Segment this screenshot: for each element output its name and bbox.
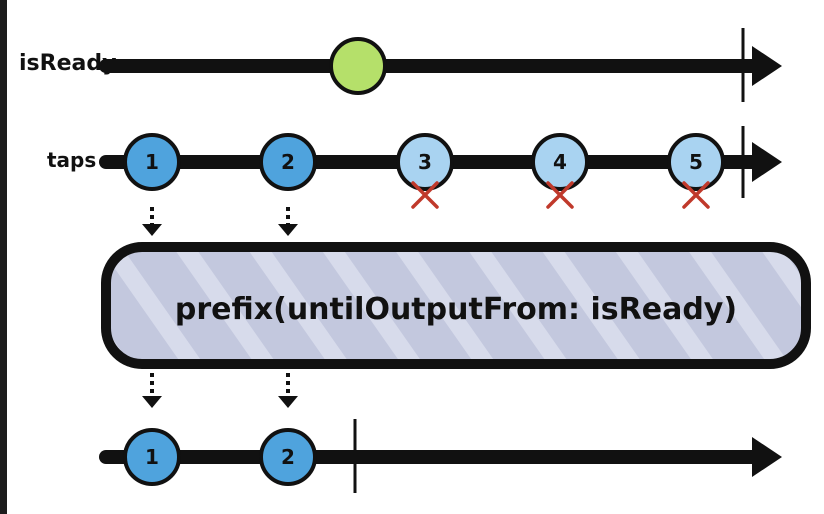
marble-circle	[531, 133, 589, 191]
down-arrow-icon	[142, 207, 162, 236]
marble-label: 1	[145, 445, 159, 469]
output-arrowhead	[752, 437, 782, 477]
operator-box: prefix(untilOutputFrom: isReady)	[101, 242, 811, 369]
marble-circle	[396, 133, 454, 191]
operator-text: prefix(untilOutputFrom: isReady)	[175, 292, 737, 327]
isready-timeline: isReady	[19, 28, 782, 102]
taps-label: taps	[47, 148, 96, 172]
taps-marble-dropped: 5	[667, 133, 725, 209]
marble-label: 1	[145, 150, 159, 174]
window-edge	[0, 0, 7, 514]
isready-arrowhead	[752, 46, 782, 86]
down-arrow-icon	[278, 373, 298, 408]
output-marble: 1	[123, 428, 181, 486]
taps-marble-dropped: 4	[531, 133, 589, 209]
isready-marble	[329, 37, 387, 95]
drop-x-icon	[546, 181, 574, 209]
marble-label: 5	[689, 150, 703, 174]
output-timeline: 1 2	[99, 419, 782, 493]
marble-label: 2	[281, 150, 295, 174]
marble-circle	[667, 133, 725, 191]
marble-label: 3	[418, 150, 432, 174]
down-arrow-icon	[278, 207, 298, 236]
drop-x-icon	[411, 181, 439, 209]
marble-label: 2	[281, 445, 295, 469]
taps-timeline: taps 1 2 3 4	[47, 126, 782, 209]
taps-arrowhead	[752, 142, 782, 182]
marble-circle	[259, 133, 317, 191]
taps-marble: 2	[259, 133, 317, 191]
input-arrows	[142, 207, 298, 236]
output-arrows	[142, 373, 298, 408]
output-marble: 2	[259, 428, 317, 486]
marble-circle	[259, 428, 317, 486]
taps-marble-dropped: 3	[396, 133, 454, 209]
operator-box-frame	[101, 242, 811, 369]
taps-marble: 1	[123, 133, 181, 191]
marble-circle	[123, 428, 181, 486]
marble-circle	[123, 133, 181, 191]
drop-x-icon	[682, 181, 710, 209]
down-arrow-icon	[142, 373, 162, 408]
marble-label: 4	[553, 150, 567, 174]
